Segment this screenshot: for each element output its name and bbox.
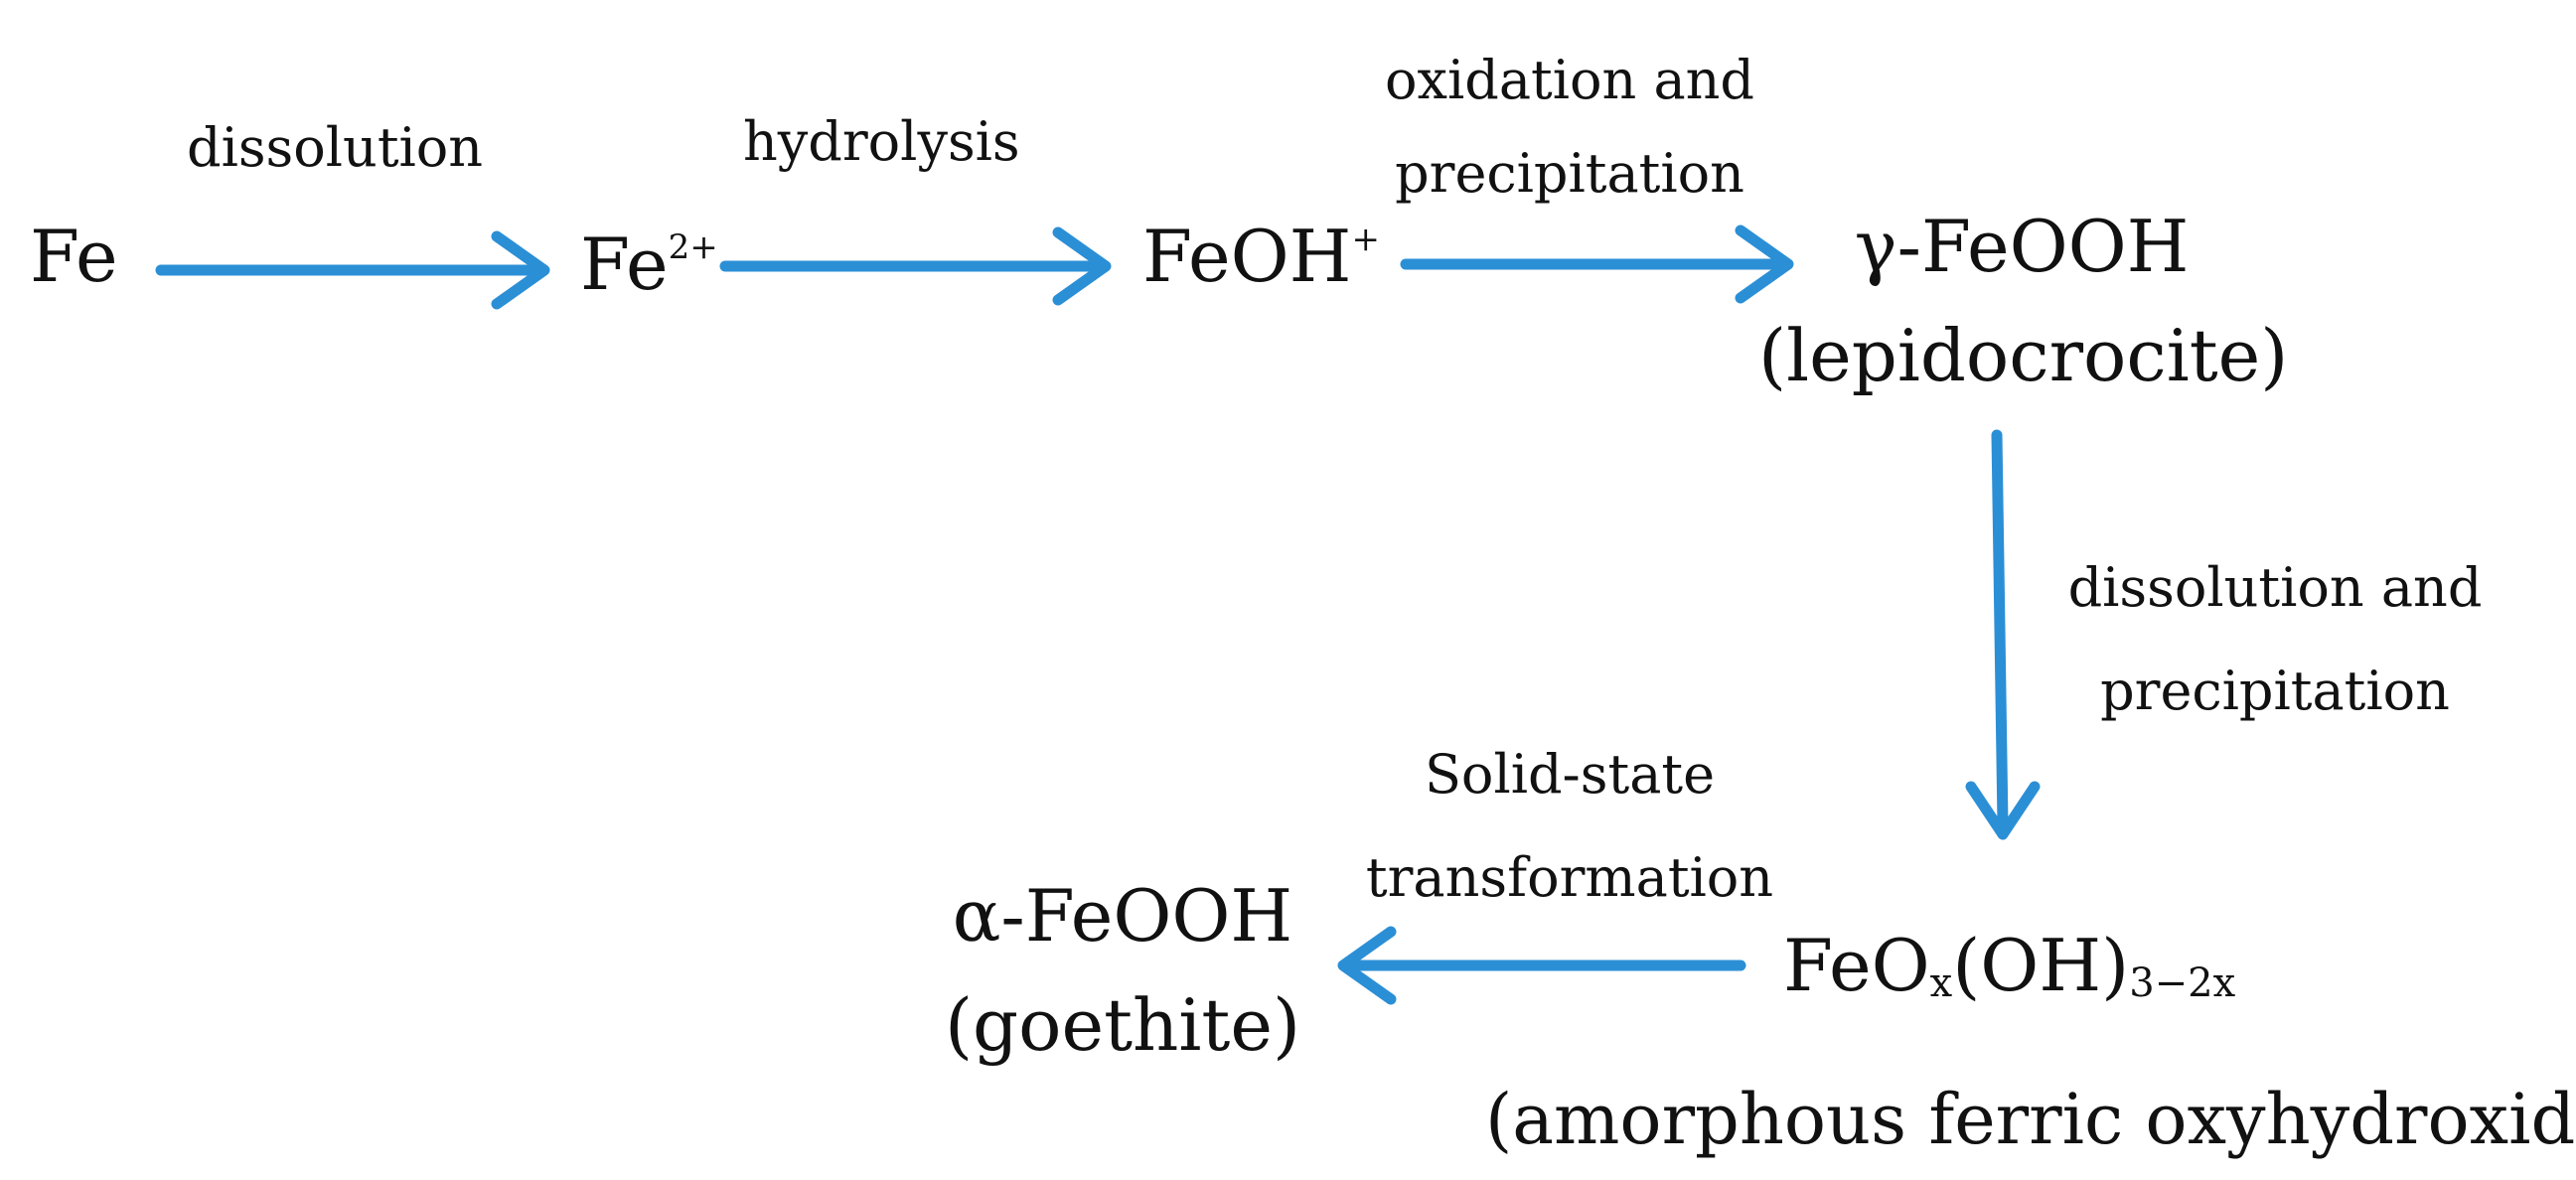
lepidocrocite-formula: γ-FeOOH <box>1854 205 2190 288</box>
label-oxidation-precipitation: oxidation and precipitation <box>1331 34 1808 221</box>
node-fe2-ion: Fe2+ <box>580 228 718 300</box>
node-feoh-charge: + <box>1351 220 1380 259</box>
node-goethite: α-FeOOH (goethite) <box>874 880 1371 1061</box>
label-hydrolysis-text: hydrolysis <box>743 110 1020 173</box>
goethite-name: (goethite) <box>944 983 1301 1067</box>
arrow-dissolution <box>155 230 550 310</box>
label-solid-state-line1: Solid-state <box>1424 743 1716 806</box>
arrow-hydrolysis <box>719 226 1112 306</box>
arrow-oxidation-precipitation <box>1400 224 1794 304</box>
label-dissolution-text: dissolution <box>187 116 484 179</box>
label-dissolution-precip-line2: precipitation <box>2100 660 2450 722</box>
node-amorphous-name: (amorphous ferric oxyhydroxide) <box>1485 1085 2576 1154</box>
amorphous-base2: (OH) <box>1952 924 2130 1007</box>
arrow-dissolution-precipitation <box>1965 429 2041 840</box>
node-fe2-charge: 2+ <box>668 227 718 267</box>
label-dissolution-precipitation: dissolution and precipitation <box>2027 536 2523 743</box>
amorphous-sub1: x <box>1929 960 1953 1006</box>
label-dissolution: dissolution <box>187 121 483 175</box>
label-hydrolysis: hydrolysis <box>743 115 1020 169</box>
label-solid-state-transformation: Solid-state transformation <box>1321 723 1818 930</box>
node-amorphous-formula: FeOx(OH)3−2x <box>1783 930 2235 1003</box>
node-feoh-ion: FeOH+ <box>1142 221 1380 292</box>
label-oxidation-line1: oxidation and <box>1385 49 1754 111</box>
label-dissolution-precip-line1: dissolution and <box>2067 556 2483 619</box>
node-lepidocrocite: γ-FeOOH (lepidocrocite) <box>1758 205 2289 397</box>
node-fe2-base: Fe <box>580 222 669 306</box>
goethite-formula: α-FeOOH <box>952 874 1293 958</box>
amorphous-base1: FeO <box>1783 924 1930 1007</box>
label-solid-state-line2: transformation <box>1365 846 1774 909</box>
amorphous-sub2: 3−2x <box>2129 960 2236 1006</box>
node-fe: Fe <box>30 221 118 292</box>
node-fe-text: Fe <box>30 215 118 298</box>
amorphous-name: (amorphous ferric oxyhydroxide) <box>1485 1079 2576 1160</box>
node-feoh-base: FeOH <box>1142 215 1352 298</box>
arrow-solid-state-transformation <box>1337 926 1746 1005</box>
lepidocrocite-name: (lepidocrocite) <box>1758 314 2289 397</box>
label-oxidation-line2: precipitation <box>1395 142 1744 205</box>
